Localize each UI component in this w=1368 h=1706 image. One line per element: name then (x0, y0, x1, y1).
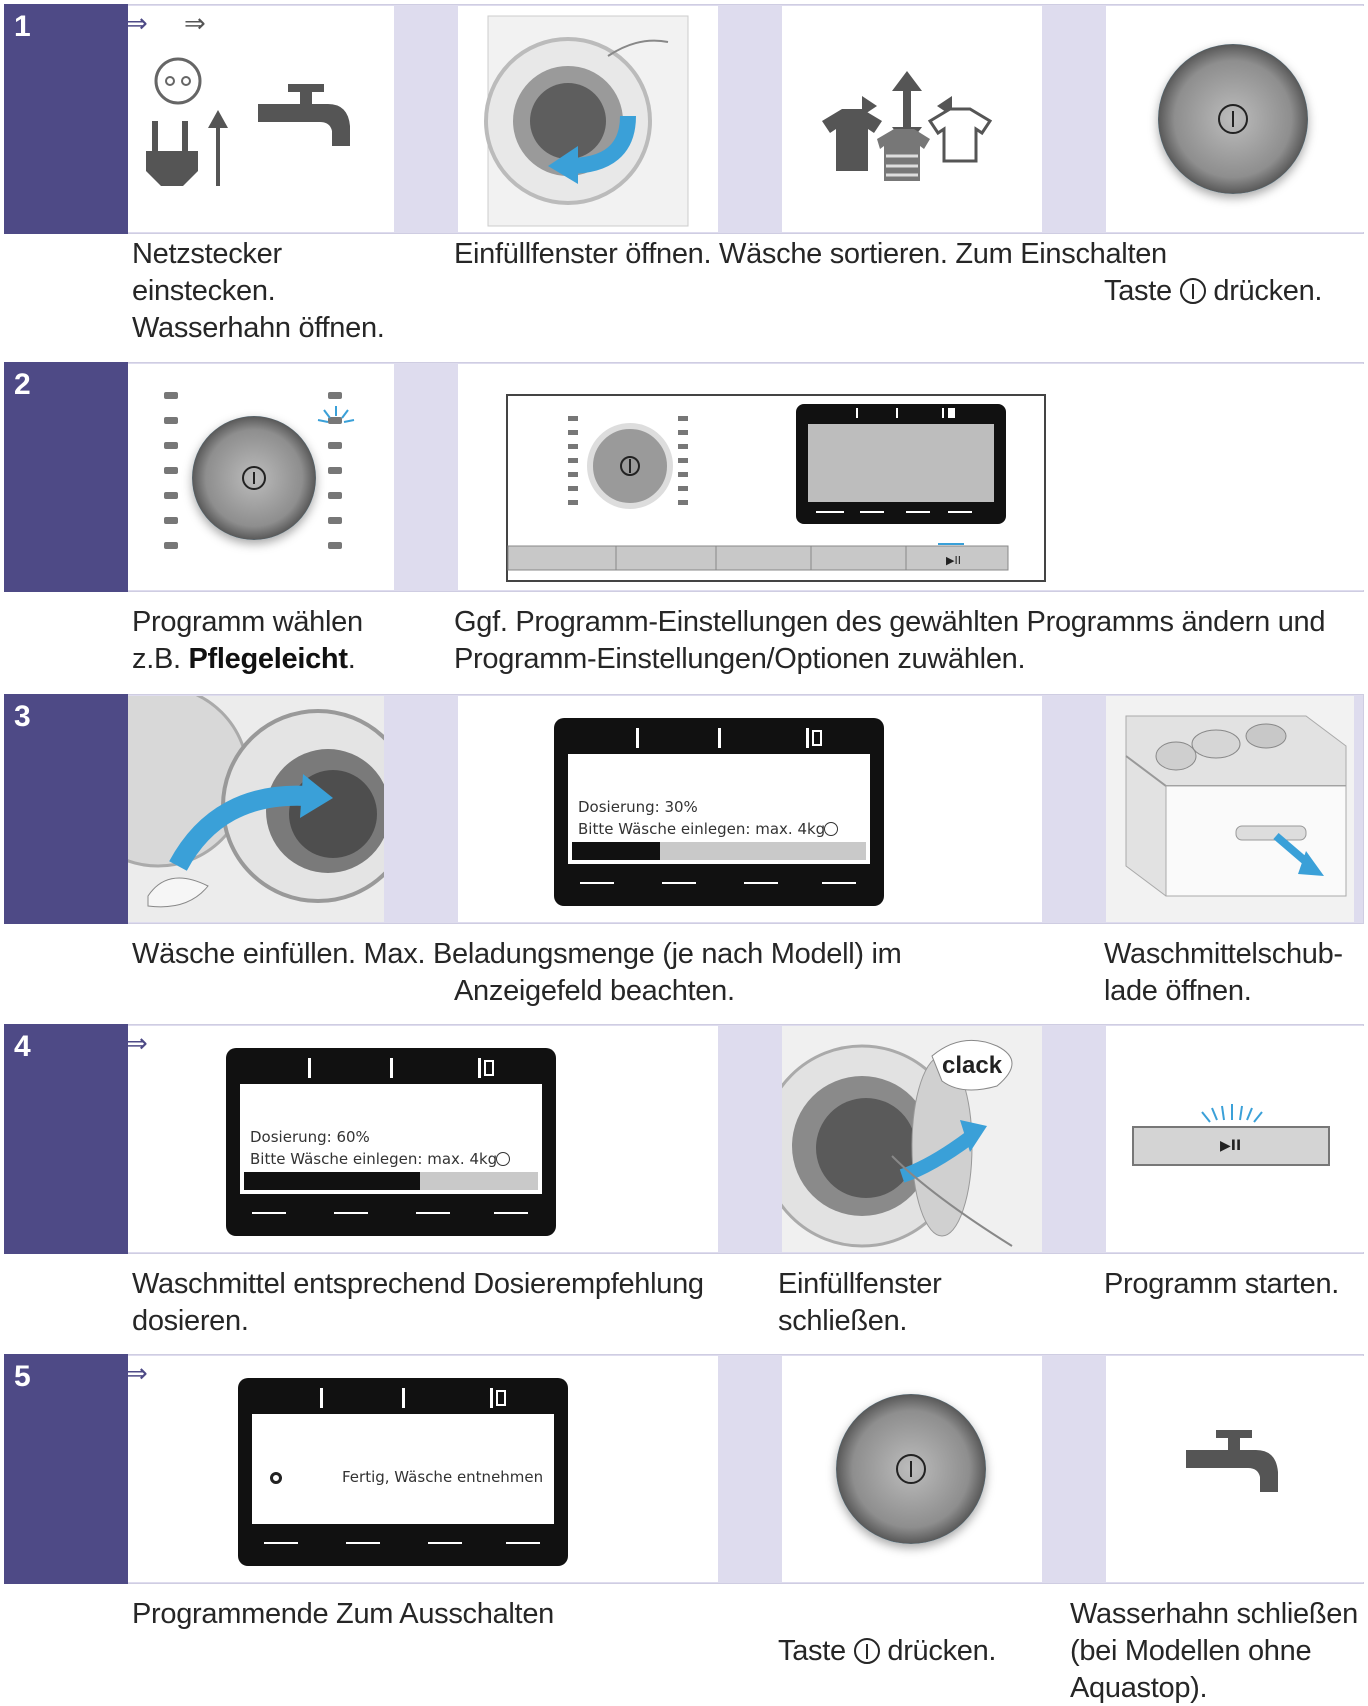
program-led-column (328, 392, 342, 567)
start-pause-icon: ▶II (1220, 1138, 1242, 1154)
power-icon (853, 1638, 880, 1664)
dosage-text: Dosierung: 60% (250, 1128, 370, 1146)
step-1: 1 ⇒ ⇒ (4, 4, 1364, 234)
power-icon (896, 1454, 926, 1484)
step-2: 2 ▶II (4, 362, 1364, 592)
power-icon (242, 466, 266, 490)
step-number-box: 4 (4, 1024, 128, 1254)
step-number: 3 (14, 700, 31, 733)
dosage-progress-fill (244, 1172, 421, 1190)
detergent-drawer-illustration (1106, 696, 1354, 922)
step-5-caption-b: Taste drücken. (778, 1633, 996, 1670)
display-illustration: Dosierung: 30% Bitte Wäsche einlegen: ma… (458, 696, 1042, 922)
step-2-caption-a: Programm wählen z.B. Pflegeleicht. (132, 604, 363, 678)
close-tap-illustration (1106, 1356, 1364, 1582)
program-name: Pflegeleicht (188, 643, 348, 675)
step-5-caption-a: Programmende Zum Ausschalten (132, 1598, 554, 1630)
lcd-screen: Dosierung: 30% Bitte Wäsche einlegen: ma… (568, 754, 870, 864)
caption-text: Taste (1104, 275, 1172, 307)
lcd-screen: Fertig, Wäsche entnehmen (252, 1414, 554, 1524)
step-2-caption-b: Ggf. Programm-Einstellungen des gewählte… (454, 606, 1326, 675)
power-icon (1218, 104, 1248, 134)
step-4-caption-a: Waschmittel entsprechend Dosierempfehlun… (132, 1268, 704, 1337)
info-icon (496, 1152, 510, 1166)
control-panel-illustration: ▶II (458, 364, 1364, 590)
step-1-caption-a: Netzstecker einstecken. Wasserhahn öffne… (132, 238, 385, 344)
step-3-caption-a1: Wäsche einfüllen. Max. Beladungsmenge (j… (132, 938, 902, 970)
finished-display-illustration: ⇒ Fertig, Wäsche entnehmen (128, 1356, 718, 1582)
step-4-caption-b: Einfüllfenster schließen. (778, 1268, 942, 1337)
step-number-box: 1 (4, 4, 128, 234)
step-number: 2 (14, 368, 31, 401)
program-led-column (164, 392, 178, 567)
caption-text: Taste (778, 1635, 846, 1667)
step-4: 4 ⇒ Dosierung: 60% Bitte Wäsche einlegen… (4, 1024, 1364, 1254)
arrow-right-icon: ⇒ (128, 1028, 148, 1058)
power-button-illustration (1106, 6, 1364, 232)
step-number-box: 5 (4, 1354, 128, 1584)
glow-icon (1201, 1104, 1263, 1123)
open-door-illustration (458, 6, 718, 232)
arrow-right-icon: ⇒ (128, 8, 148, 38)
step-number: 4 (14, 1030, 31, 1063)
caption-text: drücken. (1213, 275, 1323, 307)
lcd-display: Dosierung: 30% Bitte Wäsche einlegen: ma… (554, 718, 884, 906)
sort-laundry-illustration (782, 6, 1042, 232)
info-icon (824, 822, 838, 836)
step-5-caption-c: Wasserhahn schließen (bei Modellen ohne … (1070, 1598, 1358, 1704)
step-number: 5 (14, 1360, 31, 1393)
door-lock-icon (812, 730, 822, 746)
led-glow-icon (317, 406, 355, 423)
load-laundry-illustration (128, 696, 384, 922)
finished-icon (270, 1472, 282, 1484)
water-tap-icon (258, 84, 350, 146)
step-4-caption-c: Programm starten. (1104, 1268, 1340, 1300)
step-number-box: 2 (4, 362, 128, 592)
close-door-illustration: clack (782, 1026, 1042, 1252)
dosage-progress (244, 1172, 538, 1190)
laundry-sort-icon (822, 71, 993, 181)
step-number-box: 3 (4, 694, 128, 924)
step-number: 1 (14, 10, 31, 43)
arrow-right-icon: ⇒ (128, 1358, 148, 1388)
caption-text: Programm wählen (132, 606, 363, 638)
step-3-caption-a2: Anzeigefeld beachten. (454, 975, 735, 1007)
step-3: 3 Dosierung: 30% Bitte Wäsche einlegen: … (4, 694, 1364, 924)
caption-text: z.B. Pflegeleicht. (132, 643, 356, 675)
plug-tap-illustration: ⇒ ⇒ (128, 6, 394, 232)
start-button-illustration: ▶II (1106, 1026, 1364, 1252)
step-3-caption-b: Waschmittelschub- lade öffnen. (1104, 938, 1343, 1007)
step-1-caption-c: Taste drücken. (1104, 273, 1322, 310)
door-lock-icon (484, 1060, 494, 1076)
svg-text:▶II: ▶II (946, 554, 961, 567)
power-icon (1179, 278, 1206, 304)
load-hint-text: Bitte Wäsche einlegen: max. 4kg (578, 820, 826, 838)
power-plug-icon (146, 57, 228, 186)
finished-text: Fertig, Wäsche entnehmen (342, 1468, 544, 1486)
dosage-display-illustration: ⇒ Dosierung: 60% Bitte Wäsche einlegen: … (128, 1026, 718, 1252)
caption-text: drücken. (887, 1635, 997, 1667)
power-off-illustration (782, 1356, 1042, 1582)
load-hint-text: Bitte Wäsche einlegen: max. 4kg (250, 1150, 498, 1168)
door-lock-icon (496, 1390, 506, 1406)
clack-bubble-text: clack (942, 1052, 1003, 1079)
dosage-progress-fill (572, 842, 661, 860)
step-1-caption-b: Einfüllfenster öffnen. Wäsche sortieren.… (454, 238, 1167, 270)
dosage-progress (572, 842, 866, 860)
lcd-display: Dosierung: 60% Bitte Wäsche einlegen: ma… (226, 1048, 556, 1236)
lcd-display: Fertig, Wäsche entnehmen (238, 1378, 568, 1566)
water-tap-icon (1186, 1430, 1278, 1492)
start-pause-button[interactable]: ▶II (1132, 1126, 1330, 1166)
arrow-right-icon: ⇒ (184, 8, 206, 38)
step-5: 5 ⇒ Fertig, Wäsche entnehmen (4, 1354, 1364, 1584)
program-selector-illustration (128, 364, 394, 590)
dosage-text: Dosierung: 30% (578, 798, 698, 816)
lcd-screen: Dosierung: 60% Bitte Wäsche einlegen: ma… (240, 1084, 542, 1194)
